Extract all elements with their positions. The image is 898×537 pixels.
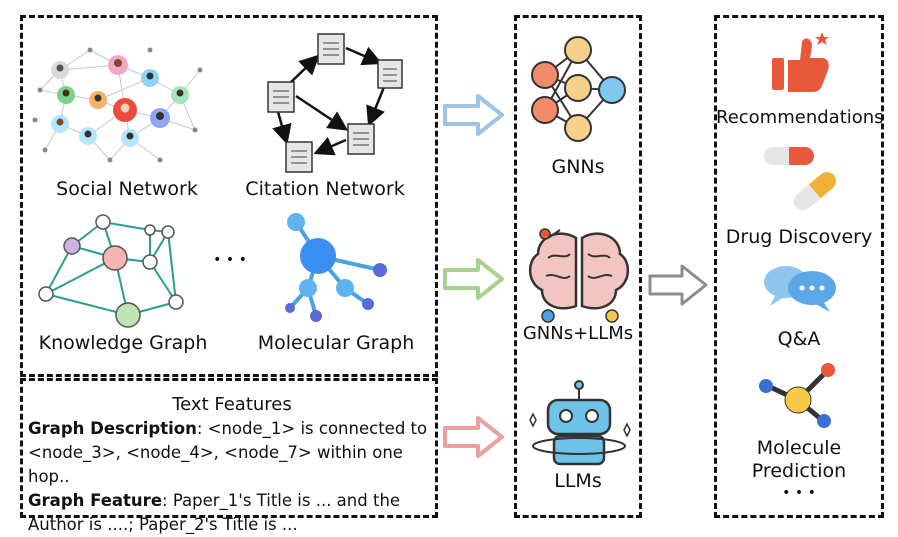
- citation-network-label: Citation Network: [245, 178, 405, 200]
- gnns-llms-label: GNNs+LLMs: [522, 323, 634, 344]
- thumbs-up-icon: [772, 32, 829, 92]
- text-features-panel: Text Features Graph Description: <node_1…: [28, 393, 436, 537]
- text-features-title: Text Features: [172, 394, 292, 415]
- knowledge-graph-icon: [38, 214, 184, 328]
- graph-description-text-2: <node_3>, <node_4>, <node_7> within one …: [28, 443, 403, 486]
- graph-feature-text-2: Author is ....; Paper_2's Title is ...: [28, 515, 298, 534]
- arrow-to-llms: [443, 416, 504, 458]
- graph-feature-line-1: Graph Feature: Paper_1's Title is ... an…: [28, 489, 436, 513]
- molecule-prediction-label-1: Molecule: [756, 437, 842, 459]
- chat-bubbles-icon: [764, 266, 836, 312]
- qa-label: Q&A: [777, 328, 821, 350]
- gnns-label: GNNs: [551, 156, 605, 178]
- brain-icon: [529, 228, 629, 323]
- gnn-network-icon: [531, 36, 626, 142]
- arrow-to-gnns-llms: [443, 258, 504, 300]
- robot-icon: [529, 380, 631, 466]
- molecule-prediction-label-2: Prediction: [751, 460, 847, 482]
- models-box: [514, 15, 642, 518]
- text-features-box: [20, 378, 438, 518]
- knowledge-graph-label: Knowledge Graph: [38, 332, 208, 354]
- molecular-graph-label: Molecular Graph: [257, 332, 415, 354]
- graph-feature-label: Graph Feature: [28, 491, 163, 510]
- graph-feature-text-1: : Paper_1's Title is ... and the: [162, 491, 401, 510]
- molecule-icon: [759, 363, 835, 428]
- arrow-to-gnns: [443, 94, 504, 136]
- drug-discovery-label: Drug Discovery: [725, 226, 873, 248]
- arrow-to-applications: [648, 264, 708, 306]
- applications-ellipsis: • • •: [782, 485, 816, 501]
- recommendations-label: Recommendations: [716, 107, 884, 128]
- citation-network-icon: [267, 33, 403, 173]
- graph-description-line-1: Graph Description: <node_1> is connected…: [28, 417, 436, 441]
- social-network-label: Social Network: [56, 178, 198, 200]
- molecular-graph-icon: [285, 213, 387, 322]
- graph-data-box: [20, 15, 438, 377]
- applications-box: [714, 15, 884, 518]
- llms-label: LLMs: [554, 470, 602, 492]
- social-network-icon: [32, 47, 203, 163]
- graph-description-label: Graph Description: [28, 419, 197, 438]
- ellipsis-label: • • •: [213, 252, 247, 268]
- pill-icon: [764, 147, 837, 211]
- graph-description-text-1: : <node_1> is connected to: [196, 419, 428, 438]
